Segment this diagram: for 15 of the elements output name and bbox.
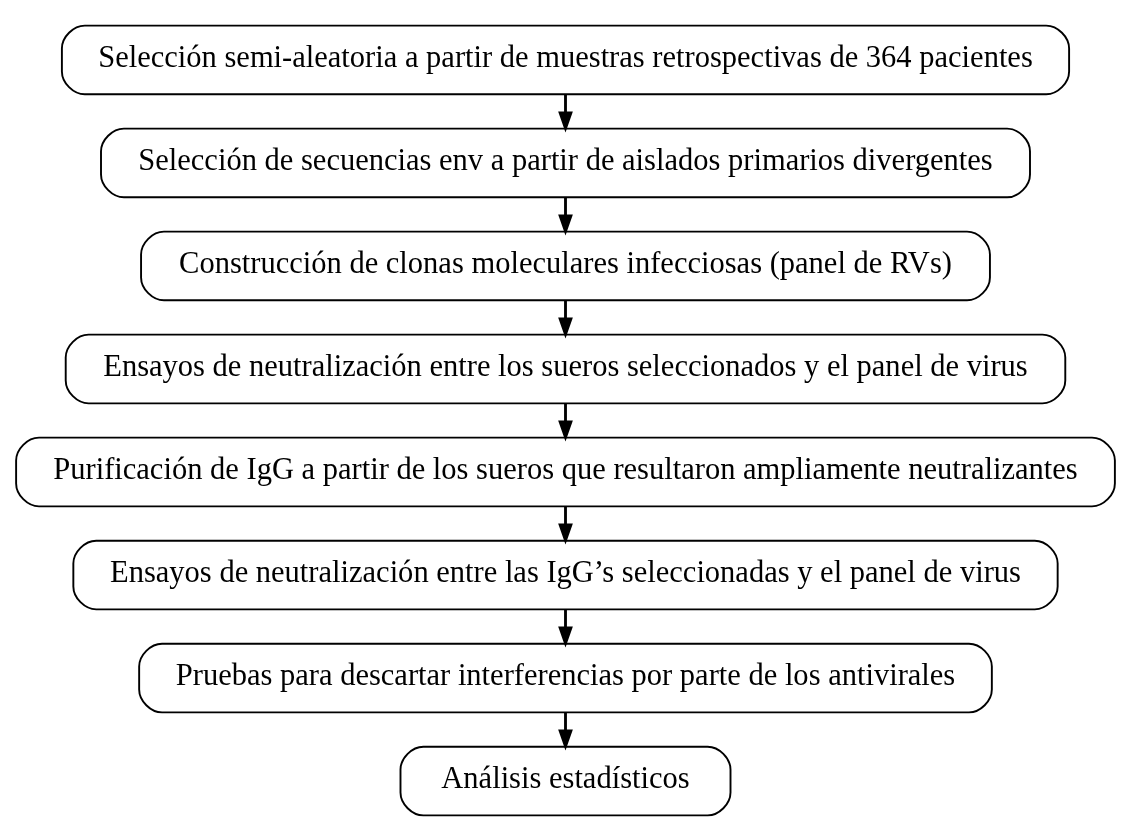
node-box: Selección de secuencias env a partir de aislados primarios divergentes	[100, 127, 1031, 198]
arrow	[558, 505, 573, 545]
arrow	[558, 299, 573, 339]
node-box: Ensayos de neutralización entre las IgG’s seleccionadas y el panel de virus	[72, 539, 1059, 610]
arrow	[558, 93, 573, 132]
arrow	[558, 196, 573, 235]
node-box: Selección semi-aleatoria a partir de muestras retrospectivas de 364 pacientes	[60, 24, 1071, 95]
node-box: Ensayos de neutralización entre los sueros seleccionados y el panel de virus	[64, 333, 1067, 404]
arrow	[558, 402, 573, 442]
node-box: Purificación de IgG a partir de los sueros que resultaron ampliamente neutralizantes	[15, 436, 1116, 507]
arrow	[558, 711, 573, 751]
node-box: Análisis estadísticos	[399, 745, 732, 816]
node-box: Construcción de clonas moleculares infecciosas (panel de RVs)	[140, 230, 991, 301]
node-box: Pruebas para descartar interferencias por parte de los antivirales	[138, 642, 993, 713]
arrow	[558, 608, 573, 648]
